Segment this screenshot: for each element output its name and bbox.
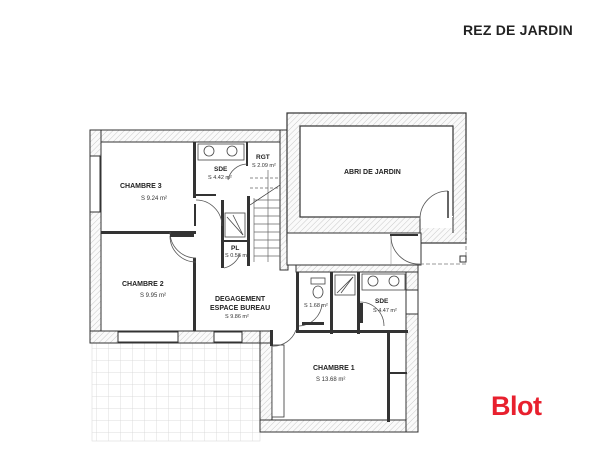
- interior-walls: [101, 142, 408, 422]
- room-area-chambre3: S 9.24 m²: [141, 196, 167, 202]
- sde1-sinks: [197, 143, 245, 161]
- room-label-rgt: RGT: [256, 154, 270, 161]
- room-area-chambre2: S 9.95 m²: [140, 293, 166, 299]
- door-swings: [169, 163, 385, 347]
- room-label-pl: PL: [231, 245, 239, 252]
- room-area-sde2: S 4.47 m²: [373, 308, 397, 314]
- house-walls: [89, 129, 419, 433]
- room-label-sde2: SDE: [375, 298, 389, 305]
- sde2-sinks: [361, 273, 406, 291]
- room-label-abri: ABRI DE JARDIN: [344, 169, 401, 176]
- shower: [224, 212, 356, 296]
- staircase: [249, 170, 281, 262]
- room-labels: CHAMBRE 3 S 9.24 m² SDE S 4.42 m² RGT S …: [120, 154, 401, 383]
- room-label-chambre2: CHAMBRE 2: [122, 281, 164, 288]
- room-area-rgt: S 2.09 m²: [252, 163, 276, 169]
- garden-shed: [286, 112, 467, 266]
- room-label-degagement: DEGAGEMENT: [215, 296, 266, 303]
- brand-logo: Blot: [491, 391, 542, 421]
- room-label-chambre1: CHAMBRE 1: [313, 365, 355, 372]
- room-area-chambre1: S 13.68 m²: [316, 377, 345, 383]
- room-area-pl: S 0.56 m²: [225, 253, 249, 259]
- terrace: [91, 342, 261, 442]
- room-area-wc: S 1.68 m²: [304, 303, 328, 309]
- room-label-espace-bureau: ESPACE BUREAU: [210, 305, 270, 312]
- wc-fixture: [310, 277, 326, 299]
- door-leaves: [170, 204, 363, 346]
- room-label-chambre3: CHAMBRE 3: [120, 183, 162, 190]
- room-label-sde1: SDE: [214, 166, 228, 173]
- room-area-sde1: S 4.42 m²: [208, 175, 232, 181]
- floor-title: REZ DE JARDIN: [463, 22, 573, 38]
- room-area-degagement: S 9.86 m²: [225, 314, 249, 320]
